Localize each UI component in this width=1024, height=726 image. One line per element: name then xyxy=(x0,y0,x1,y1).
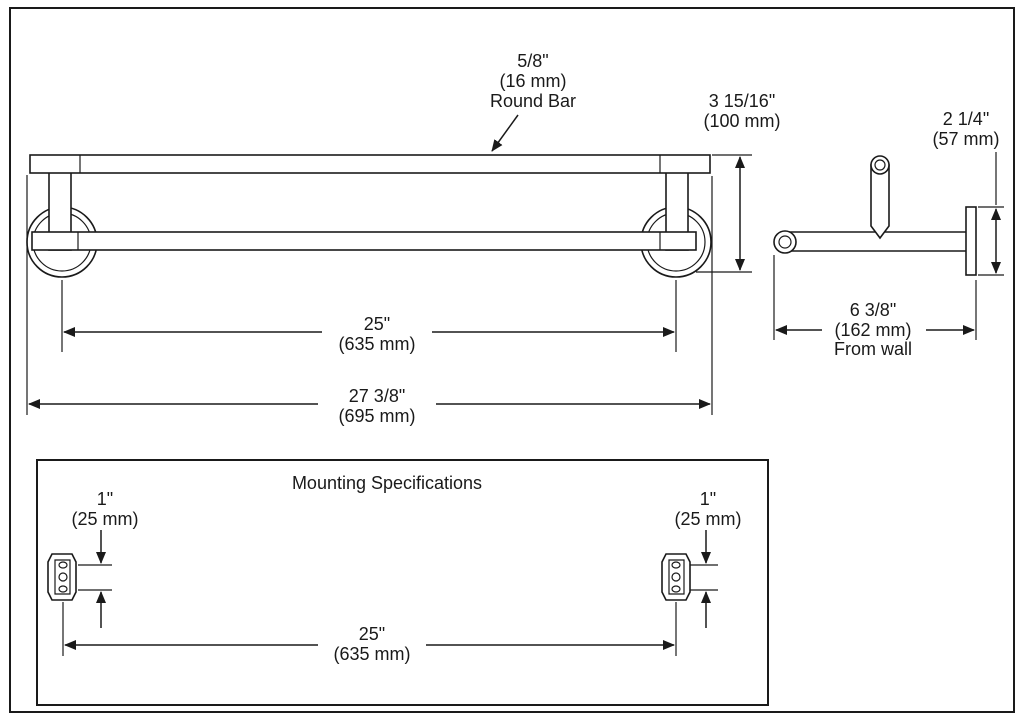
flange-fraction: 2 1/4" xyxy=(943,109,989,129)
center-width-dimension: 25" (635 mm) xyxy=(61,280,677,354)
projection-fraction: 6 3/8" xyxy=(850,300,896,320)
overall-width-metric: (695 mm) xyxy=(338,406,415,426)
round-bar-callout: 5/8" (16 mm) Round Bar xyxy=(490,51,576,152)
side-bar-end xyxy=(773,230,797,254)
side-wall-flange xyxy=(965,206,977,276)
mounting-spacing-dimension: 25" (635 mm) xyxy=(62,602,677,664)
spacing-fraction: 25" xyxy=(359,624,385,644)
round-bar-leader-arrow xyxy=(491,114,519,152)
flange-metric: (57 mm) xyxy=(933,129,1000,149)
front-view xyxy=(26,154,712,278)
height-dimension: 3 15/16" (100 mm) xyxy=(696,91,781,273)
left-offset-metric: (25 mm) xyxy=(72,509,139,529)
round-bar-label: Round Bar xyxy=(490,91,576,111)
spacing-metric: (635 mm) xyxy=(333,644,410,664)
round-bar-fraction: 5/8" xyxy=(517,51,548,71)
overall-width-dimension: 27 3/8" (695 mm) xyxy=(26,175,713,426)
projection-label: From wall xyxy=(834,339,912,359)
mounting-title: Mounting Specifications xyxy=(292,473,482,493)
mounting-specifications-panel: Mounting Specifications 1" (25 mm) xyxy=(36,459,769,706)
left-offset-fraction: 1" xyxy=(97,489,113,509)
right-mounting-plate xyxy=(661,553,691,601)
bottom-bar xyxy=(31,231,697,251)
center-width-metric: (635 mm) xyxy=(338,334,415,354)
top-bar xyxy=(29,154,711,174)
projection-dimension: 6 3/8" (162 mm) From wall xyxy=(773,255,977,359)
right-offset-fraction: 1" xyxy=(700,489,716,509)
right-offset-metric: (25 mm) xyxy=(675,509,742,529)
side-upright-post xyxy=(870,164,890,240)
outer-frame xyxy=(9,7,1015,713)
height-metric: (100 mm) xyxy=(703,111,780,131)
left-mounting-plate xyxy=(47,553,77,601)
height-fraction: 3 15/16" xyxy=(709,91,775,111)
flange-dimension: 2 1/4" (57 mm) xyxy=(933,109,1004,276)
side-view xyxy=(773,155,977,276)
projection-metric: (162 mm) xyxy=(834,320,911,340)
round-bar-metric: (16 mm) xyxy=(500,71,567,91)
center-width-fraction: 25" xyxy=(364,314,390,334)
left-offset-dimension: 1" (25 mm) xyxy=(72,489,139,628)
overall-width-fraction: 27 3/8" xyxy=(349,386,405,406)
right-offset-dimension: 1" (25 mm) xyxy=(675,489,742,628)
